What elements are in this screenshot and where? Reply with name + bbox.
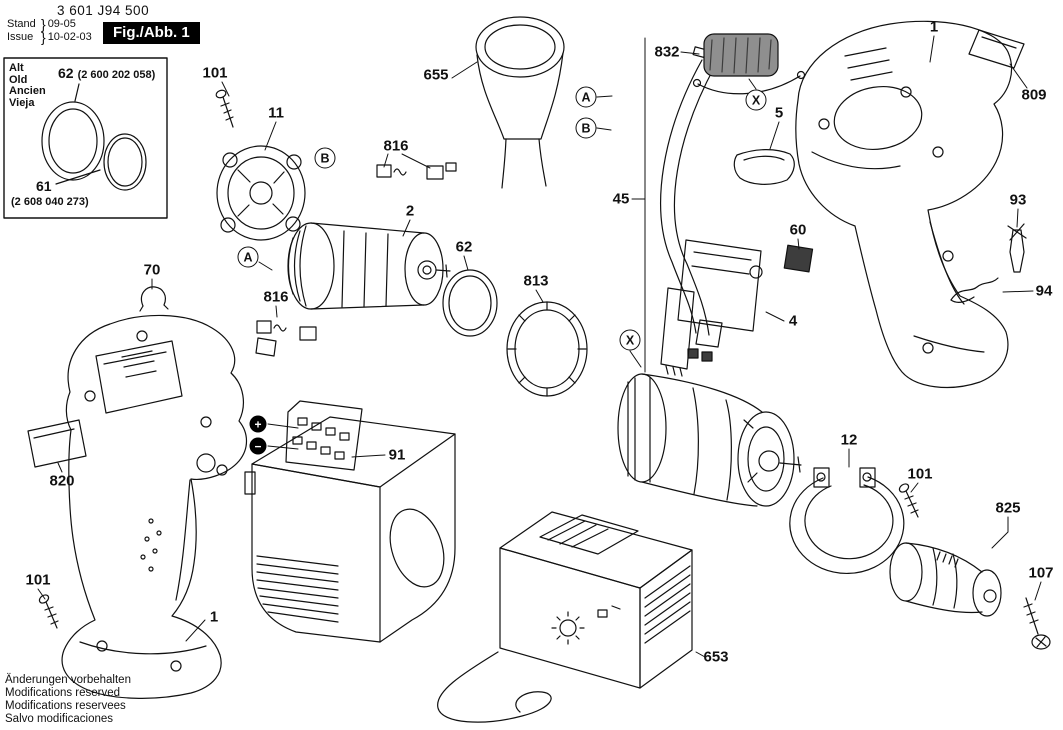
minus-polarity-badge: − [249,437,267,455]
callout-12: 12 [840,431,858,449]
footer-disclaimer: Änderungen vorbehalten Modifications res… [5,674,131,726]
part-label-820 [27,419,87,468]
part-bit-93 [1007,223,1027,273]
callout-107: 107 [1028,564,1054,582]
part-screw-101-top [215,89,234,128]
old-part-61-code: (2 608 040 273) [11,196,89,208]
callout-11: 11 [268,104,284,122]
old-label-ancien: Ancien [9,85,46,97]
issue-brace: } [41,29,46,45]
part-battery-91 [244,400,456,643]
part-terminals-816-lower [255,320,317,357]
marker-b-terminals: B [314,147,336,169]
old-parts-language-labels: Alt Old Ancien Vieja [9,62,46,109]
old-part-62: 62 (2 600 202 058) [58,65,155,81]
callout-825: 825 [995,499,1021,517]
footer-line-de: Änderungen vorbehalten [5,674,131,686]
part-housing-left-1 [61,314,248,699]
old-label-vieja: Vieja [9,96,35,109]
figure-badge: Fig./Abb. 1 [103,22,200,44]
callout-70: 70 [143,261,161,279]
part-selector-slider [692,33,806,95]
part-gearbox-x [617,373,802,507]
callout-655: 655 [423,66,449,84]
callout-101-gearplate-screw: 101 [202,64,228,82]
old-part-62-code: (2 600 202 058) [77,69,156,81]
stand-brace: } [41,16,46,32]
plus-polarity-badge: + [249,415,267,433]
callout-1-housing-left: 1 [209,608,219,626]
part-charger-653 [437,511,693,723]
old-part-61: 61 [36,178,52,196]
part-terminals-816-upper [376,162,457,180]
old-label-old: Old [9,73,28,86]
footer-line-fr: Modifications reservees [5,700,126,712]
part-bell-655 [475,16,565,189]
marker-a-wire-upper: A [575,86,597,108]
part-cover-5 [733,149,795,185]
callout-820: 820 [49,472,75,490]
callout-62: 62 [455,238,473,256]
marker-x-gearbox: X [619,329,641,351]
callout-45: 45 [612,190,630,208]
callout-91: 91 [388,446,406,464]
callout-94: 94 [1035,282,1053,300]
marker-x-selector: X [745,89,767,111]
part-clip-94 [950,277,999,303]
marker-b-wire-lower: B [575,117,597,139]
callout-816-battery-terminals: 816 [263,288,289,306]
revision-issue-row: Issue } 10-02-03 [7,29,92,45]
part-screw-107 [1023,597,1051,650]
part-clip-70 [139,286,169,312]
footer-line-es: Salvo modificaciones [5,713,114,725]
part-gear-plate-11 [216,145,306,241]
part-clamp-ring-12 [789,467,905,575]
part-housing-right-1 [795,20,1013,389]
part-label-809 [968,29,1025,69]
part-chuck-825 [889,542,1002,617]
callout-2: 2 [405,202,415,220]
part-screw-101-clamp [898,483,919,518]
callout-653: 653 [703,648,729,666]
callout-832: 832 [654,43,680,61]
document-part-number: 3 601 J94 500 [57,3,150,18]
footer-line-en: Modifications reserved [5,687,121,699]
old-label-alt: Alt [9,62,24,74]
part-motor-2 [287,222,451,310]
callout-101-clamp-screw: 101 [907,465,933,483]
callout-4: 4 [788,312,798,330]
callout-5: 5 [774,104,784,122]
callout-1-housing-right: 1 [929,18,939,36]
callout-816-motor-terminals: 816 [383,137,409,155]
revision-block: Stand } 09-05 Issue } 10-02-03 [7,16,92,45]
callout-809: 809 [1021,86,1047,104]
leader-lines [37,35,1042,658]
marker-a-motor: A [237,246,259,268]
revision-stand-row: Stand } 09-05 [7,16,92,32]
stand-value: 09-05 [47,18,76,30]
part-ring-gear-813 [506,301,588,397]
old-part-62-ref: 62 [58,65,74,81]
old-parts-box-frame [3,57,168,219]
callout-93: 93 [1009,191,1027,209]
old-part-61-ref: 61 [36,178,52,194]
callout-60: 60 [789,221,807,239]
part-screw-101-housing [38,594,59,629]
callout-813: 813 [523,272,549,290]
issue-value: 10-02-03 [47,31,92,43]
callout-101-housing-screw: 101 [25,571,51,589]
stand-label: Stand [7,18,36,30]
part-block-60 [783,244,814,273]
issue-label: Issue [7,31,34,43]
part-ring-62 [442,269,498,337]
part-switch-4 [660,239,763,377]
